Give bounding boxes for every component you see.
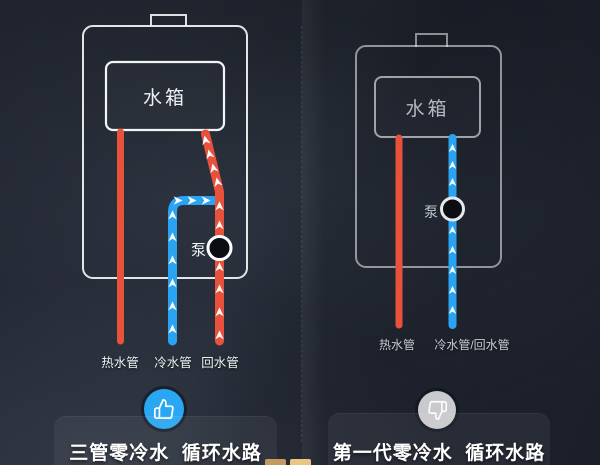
right-title-bar xyxy=(328,413,550,465)
left-pump-label: 泵 xyxy=(190,242,206,259)
right-hot-pipe-label: 热水管 xyxy=(378,338,415,352)
right-panel-edge-highlight xyxy=(302,0,324,465)
right-combined-pipe-label: 冷水管/回水管 xyxy=(434,338,510,352)
left-title-bar xyxy=(54,416,277,465)
right-heater-outline xyxy=(355,33,502,268)
thumbs-up-badge xyxy=(144,389,184,429)
left-pump xyxy=(206,235,233,261)
right-tank-label: 水箱 xyxy=(405,98,450,120)
thumbs-down-icon xyxy=(427,400,447,420)
left-tank-label: 水箱 xyxy=(142,87,187,109)
left-heater-outline xyxy=(82,14,248,279)
left-title: 三管零冷水 循环水路 xyxy=(69,443,262,464)
thumbs-down-badge xyxy=(418,391,456,429)
panel-divider xyxy=(301,26,302,442)
gold-accent-left xyxy=(265,459,286,465)
left-cold-pipe-label: 冷水管 xyxy=(154,356,192,370)
right-pump-label: 泵 xyxy=(424,204,438,220)
thumbs-up-icon xyxy=(153,398,174,420)
left-cold-pipe xyxy=(168,196,219,346)
right-title: 第一代零冷水 循环水路 xyxy=(332,443,546,464)
left-return-pipe-label: 回水管 xyxy=(201,356,239,370)
right-pump xyxy=(440,196,465,222)
left-hot-pipe-label: 热水管 xyxy=(101,356,139,370)
gold-accent-right xyxy=(290,459,311,465)
